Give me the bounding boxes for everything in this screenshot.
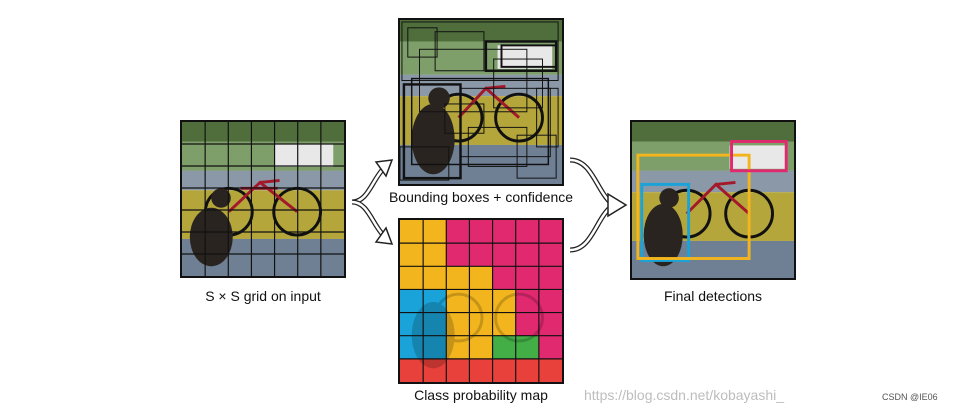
class-cell-cyan (400, 289, 424, 314)
class-cell-magenta (515, 289, 540, 314)
class-cell-green (492, 335, 517, 360)
class-cell-red (492, 358, 517, 382)
class-cell-cyan (423, 312, 447, 337)
class-cell-magenta (515, 243, 540, 267)
class-cell-yellow (423, 220, 447, 244)
class-cell-yellow (469, 266, 494, 290)
class-cell-cyan (423, 335, 447, 360)
classmap-panel (398, 218, 564, 384)
class-cell-magenta (492, 243, 517, 267)
classmap-caption: Class probability map (414, 387, 548, 403)
class-cell-yellow (446, 289, 470, 314)
class-cell-magenta (515, 266, 540, 290)
class-cell-magenta (538, 289, 562, 314)
bboxes-caption: Bounding boxes + confidence (388, 189, 574, 205)
class-cell-magenta (538, 266, 562, 290)
class-cell-red (423, 358, 447, 382)
class-cell-magenta (538, 335, 562, 360)
class-cell-yellow (400, 243, 424, 267)
class-cell-red (400, 358, 424, 382)
final-detections-panel (630, 120, 796, 280)
class-cell-yellow (492, 312, 517, 337)
input-grid-lines (182, 122, 344, 276)
class-cell-green (515, 335, 540, 360)
watermark-url: https://blog.csdn.net/kobayashi_ (584, 387, 785, 403)
split-arrow-icon (351, 159, 394, 245)
class-cell-yellow (446, 266, 470, 290)
class-cell-magenta (446, 220, 470, 244)
class-cell-yellow (492, 289, 517, 314)
final-caption: Final detections (663, 288, 763, 304)
class-cell-magenta (515, 220, 540, 244)
class-cell-magenta (538, 220, 562, 244)
class-cell-yellow (446, 312, 470, 337)
class-cell-yellow (423, 243, 447, 267)
class-cell-magenta (538, 243, 562, 267)
input-caption: S × S grid on input (205, 288, 321, 304)
class-cell-yellow (446, 335, 470, 360)
bboxes-panel (398, 18, 564, 186)
class-cell-cyan (423, 289, 447, 314)
class-cell-red (446, 358, 470, 382)
class-cell-red (538, 358, 562, 382)
class-cell-yellow (469, 289, 494, 314)
dog-detection-box (640, 182, 691, 262)
class-cell-cyan (400, 335, 424, 360)
class-cell-magenta (492, 220, 517, 244)
input-grid-panel (180, 120, 346, 278)
class-cell-yellow (469, 335, 494, 360)
class-cell-cyan (400, 312, 424, 337)
class-cell-yellow (400, 266, 424, 290)
class-cell-magenta (469, 243, 494, 267)
class-cell-red (515, 358, 540, 382)
class-cell-magenta (446, 243, 470, 267)
bboxes-photo (400, 20, 562, 184)
final-detections-photo (632, 122, 794, 278)
class-cell-magenta (469, 220, 494, 244)
class-cell-magenta (538, 312, 562, 337)
input-photo-grid (182, 122, 344, 276)
class-probability-grid (400, 220, 562, 382)
merge-arrow-icon (569, 157, 628, 253)
class-cell-red (469, 358, 494, 382)
car-detection-box (730, 140, 788, 173)
class-cell-yellow (423, 266, 447, 290)
class-cell-magenta (515, 312, 540, 337)
class-cell-yellow (400, 220, 424, 244)
credit-label: CSDN @IE06 (882, 392, 938, 402)
class-cell-yellow (469, 312, 494, 337)
class-cell-magenta (492, 266, 517, 290)
bicycle-detection-box (636, 153, 751, 260)
